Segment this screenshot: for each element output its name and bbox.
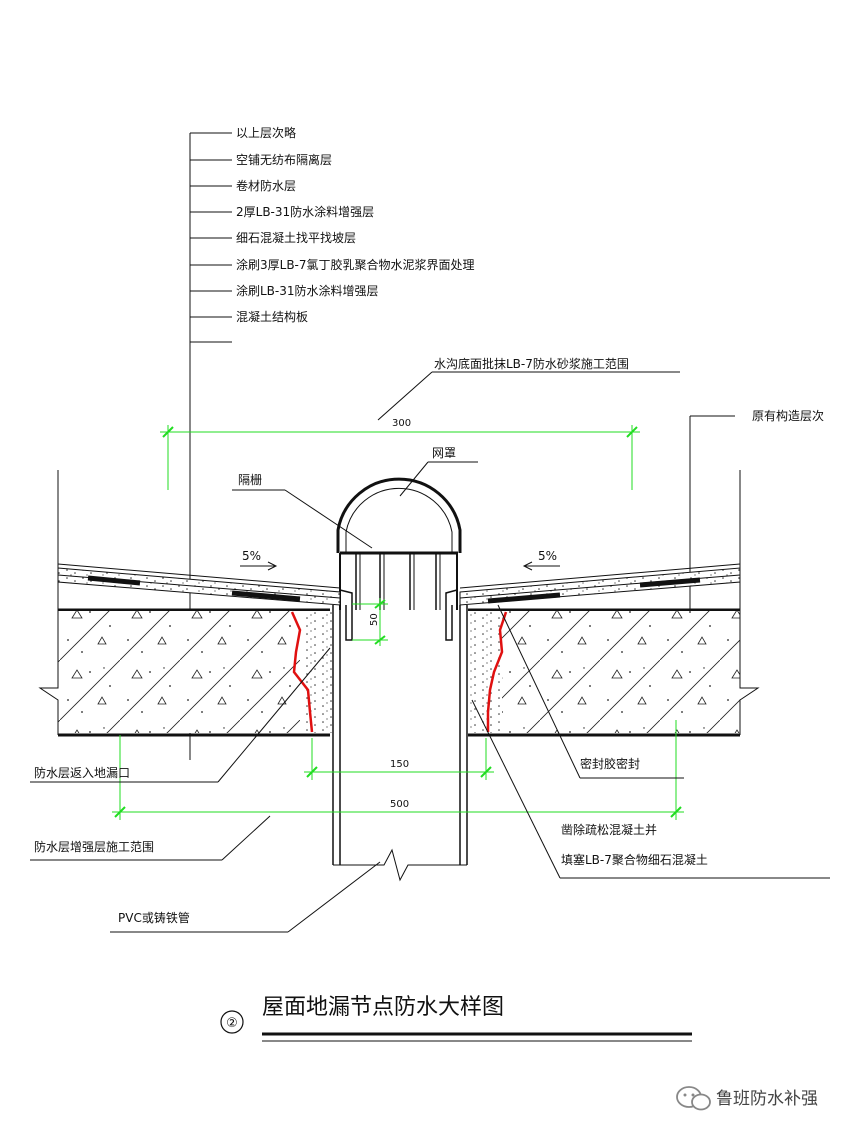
dimension-300-label: 300	[392, 418, 411, 429]
slope-left-label: 5%	[242, 549, 261, 563]
mesh-cover-dome	[336, 477, 462, 553]
drawing-title: 屋面地漏节点防水大样图	[262, 995, 504, 1020]
slope-arrow-right	[522, 561, 560, 571]
dimension-300	[160, 425, 640, 490]
dimension-150	[304, 738, 494, 780]
layer-label: 细石混凝土找平找坡层	[236, 230, 356, 245]
grate-leader	[284, 489, 373, 549]
mesh-cover-label: 网罩	[432, 446, 456, 460]
drain-pipe	[332, 605, 468, 882]
layer-label: 混凝土结构板	[236, 309, 308, 324]
layer-label: 以上层次略	[236, 125, 296, 140]
dimension-150-label: 150	[390, 759, 409, 770]
pipe-leader	[287, 861, 381, 933]
right-roof-section	[445, 470, 760, 737]
trench-label: 水沟底面批抹LB-7防水砂浆施工范围	[434, 356, 629, 371]
title-number-circle	[220, 1010, 244, 1034]
slope-right-label: 5%	[538, 549, 557, 563]
dimension-50	[352, 598, 388, 646]
left-crack-fill	[290, 611, 314, 733]
chisel-leader	[471, 699, 561, 879]
turn-in-label: 防水层返入地漏口	[34, 765, 130, 780]
layer-label: 空铺无纺布隔离层	[236, 152, 332, 167]
reinforce-label: 防水层增强层施工范围	[34, 839, 154, 854]
grate-bars	[339, 553, 458, 610]
reinforce-leader	[221, 815, 271, 861]
dimension-500	[112, 720, 684, 820]
left-roof-section	[38, 470, 353, 737]
watermark-text: 鲁班防水补强	[716, 1089, 818, 1109]
dimension-500-label: 500	[390, 799, 409, 810]
existing-label: 原有构造层次	[752, 408, 824, 423]
mesh-cover-dome-inner	[345, 487, 453, 553]
grate-label: 隔栅	[238, 472, 262, 487]
turn-in-leader	[217, 647, 331, 783]
trench-leader	[377, 371, 433, 421]
sealant-leader	[497, 604, 581, 779]
slope-arrow-left	[240, 561, 278, 571]
chisel-label-line2: 填塞LB-7聚合物细石混凝土	[561, 852, 708, 867]
mesh-cover-leader	[399, 461, 429, 497]
sealant-label: 密封胶密封	[580, 756, 640, 771]
layer-label: 涂刷3厚LB-7氯丁胶乳聚合物水泥浆界面处理	[236, 257, 475, 272]
layer-label: 2厚LB-31防水涂料增强层	[236, 204, 374, 219]
title-number: ②	[226, 1016, 238, 1031]
layer-label: 卷材防水层	[236, 178, 296, 193]
dimension-50-label: 50	[369, 613, 380, 626]
pipe-label: PVC或铸铁管	[118, 910, 190, 925]
layer-label: 涂刷LB-31防水涂料增强层	[236, 283, 379, 298]
right-crack-fill	[486, 611, 508, 732]
chisel-label-line1: 凿除疏松混凝土并	[561, 822, 657, 837]
wechat-icon	[676, 1086, 711, 1111]
